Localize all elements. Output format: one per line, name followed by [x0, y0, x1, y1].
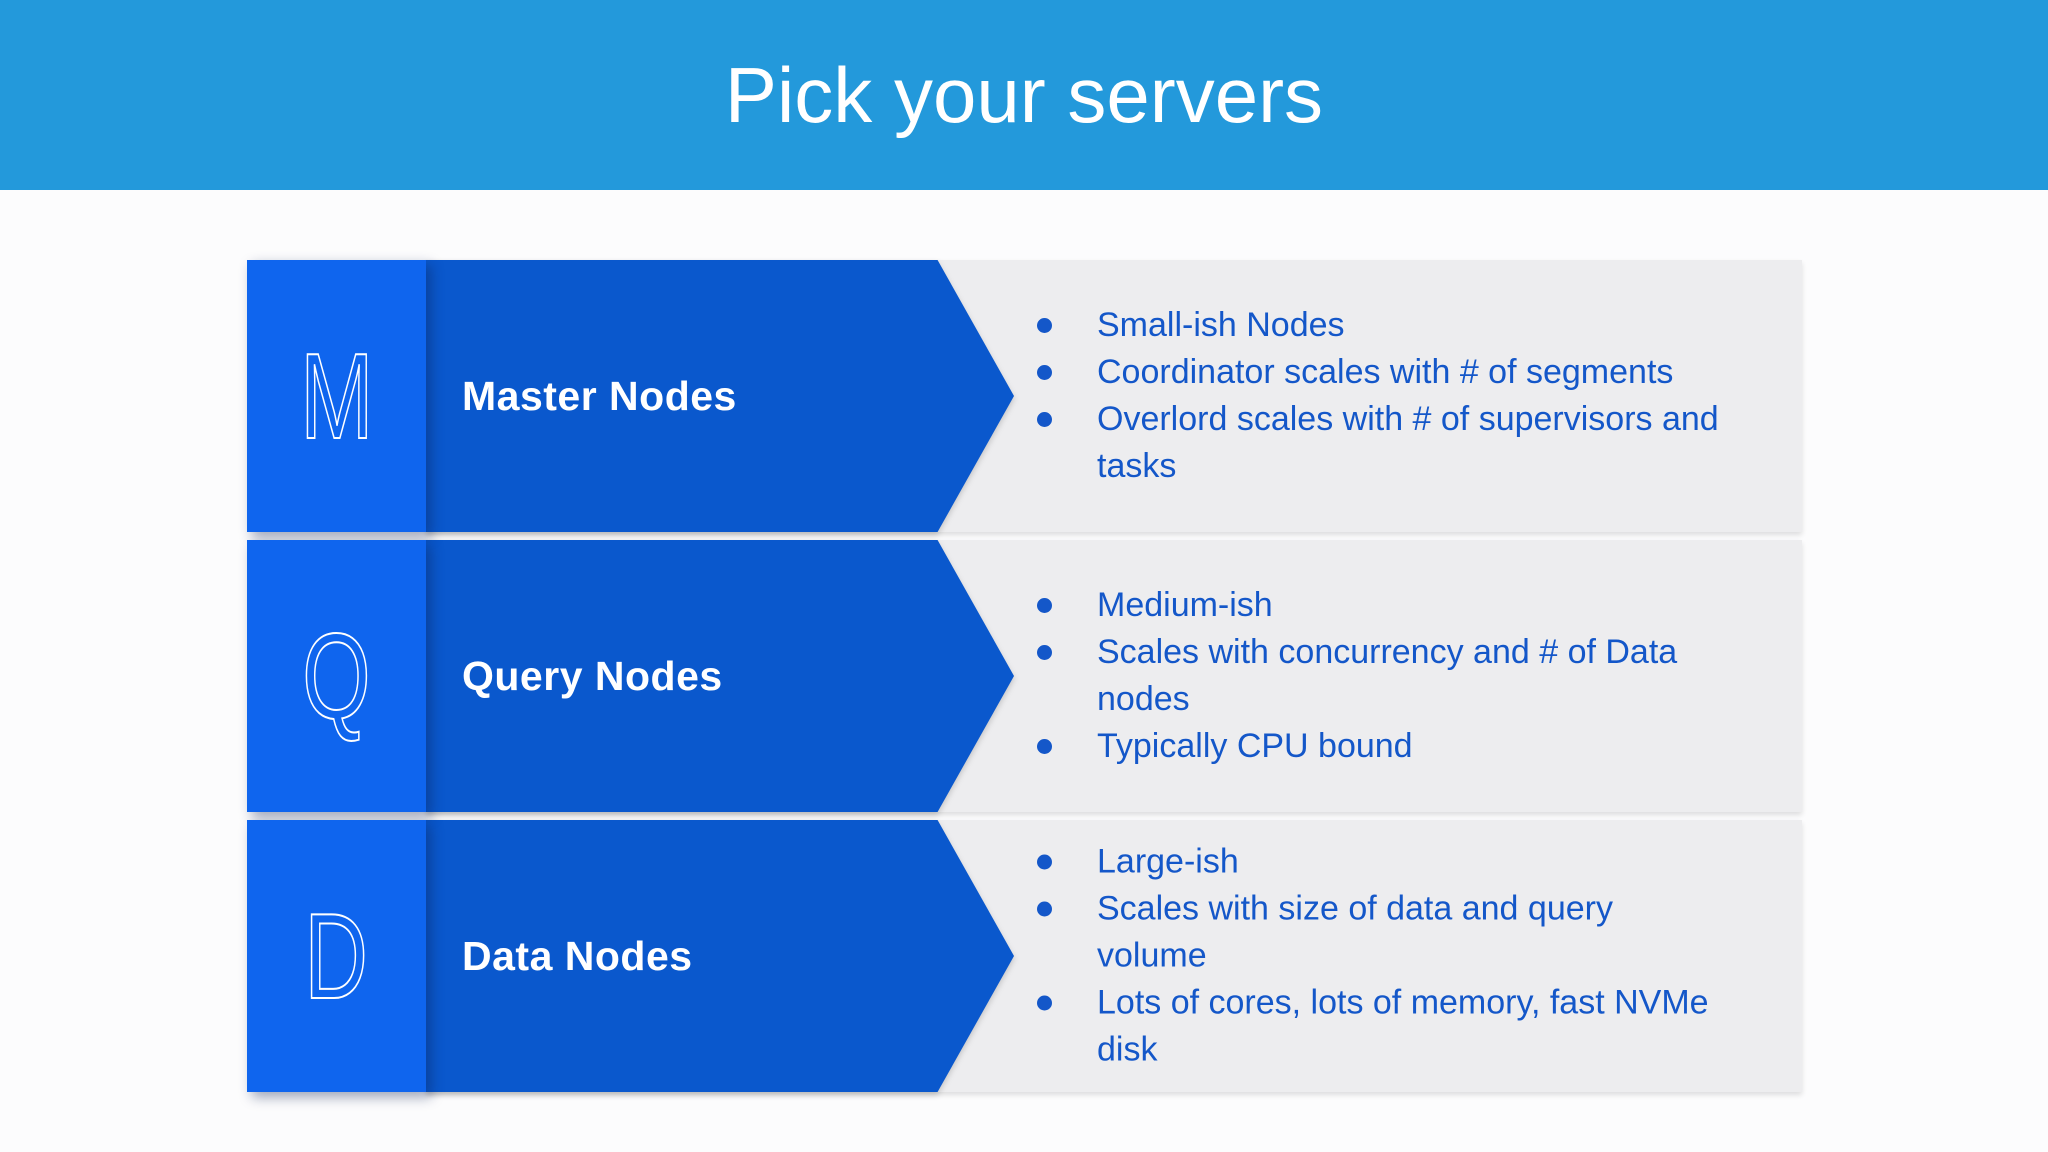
bullet-item: Large-ish	[1035, 839, 1795, 886]
row-letter-badge: Q	[247, 540, 426, 812]
row-letter: M	[299, 328, 374, 464]
bullet-item: Small-ish Nodes	[1035, 302, 1795, 349]
server-row-master: Master Nodes M Small-ish Nodes Coordinat…	[247, 260, 1802, 532]
server-rows: Master Nodes M Small-ish Nodes Coordinat…	[247, 260, 1802, 1100]
row-arrow: Query Nodes	[426, 540, 1014, 812]
row-letter-badge: D	[247, 820, 426, 1092]
server-row-query: Query Nodes Q Medium-ish Scales with con…	[247, 540, 1802, 812]
page-title: Pick your servers	[724, 50, 1324, 139]
bullet-item: Lots of cores, lots of memory, fast NVMe…	[1035, 980, 1795, 1074]
bullet-list: Large-ish Scales with size of data and q…	[1035, 839, 1795, 1074]
row-letter-badge: M	[247, 260, 426, 532]
row-arrow: Data Nodes	[426, 820, 1014, 1092]
row-letter: D	[304, 888, 369, 1024]
row-arrow-shape: Master Nodes	[426, 260, 1014, 532]
bullet-item: Scales with concurrency and # of Data no…	[1035, 629, 1795, 723]
bullet-list: Small-ish Nodes Coordinator scales with …	[1035, 302, 1795, 490]
row-letter: Q	[302, 608, 372, 744]
slide-header: Pick your servers	[0, 0, 2048, 190]
row-label: Data Nodes	[462, 932, 693, 979]
bullet-item: Coordinator scales with # of segments	[1035, 349, 1795, 396]
row-label: Master Nodes	[462, 372, 737, 419]
bullet-item: Medium-ish	[1035, 582, 1795, 629]
bullet-item: Scales with size of data and query volum…	[1035, 886, 1795, 980]
row-arrow-shape: Query Nodes	[426, 540, 1014, 812]
row-arrow: Master Nodes	[426, 260, 1014, 532]
row-arrow-shape: Data Nodes	[426, 820, 1014, 1092]
server-row-data: Data Nodes D Large-ish Scales with size …	[247, 820, 1802, 1092]
bullet-item: Overlord scales with # of supervisors an…	[1035, 396, 1795, 490]
bullet-list: Medium-ish Scales with concurrency and #…	[1035, 582, 1795, 770]
row-label: Query Nodes	[462, 652, 723, 699]
bullet-item: Typically CPU bound	[1035, 723, 1795, 770]
